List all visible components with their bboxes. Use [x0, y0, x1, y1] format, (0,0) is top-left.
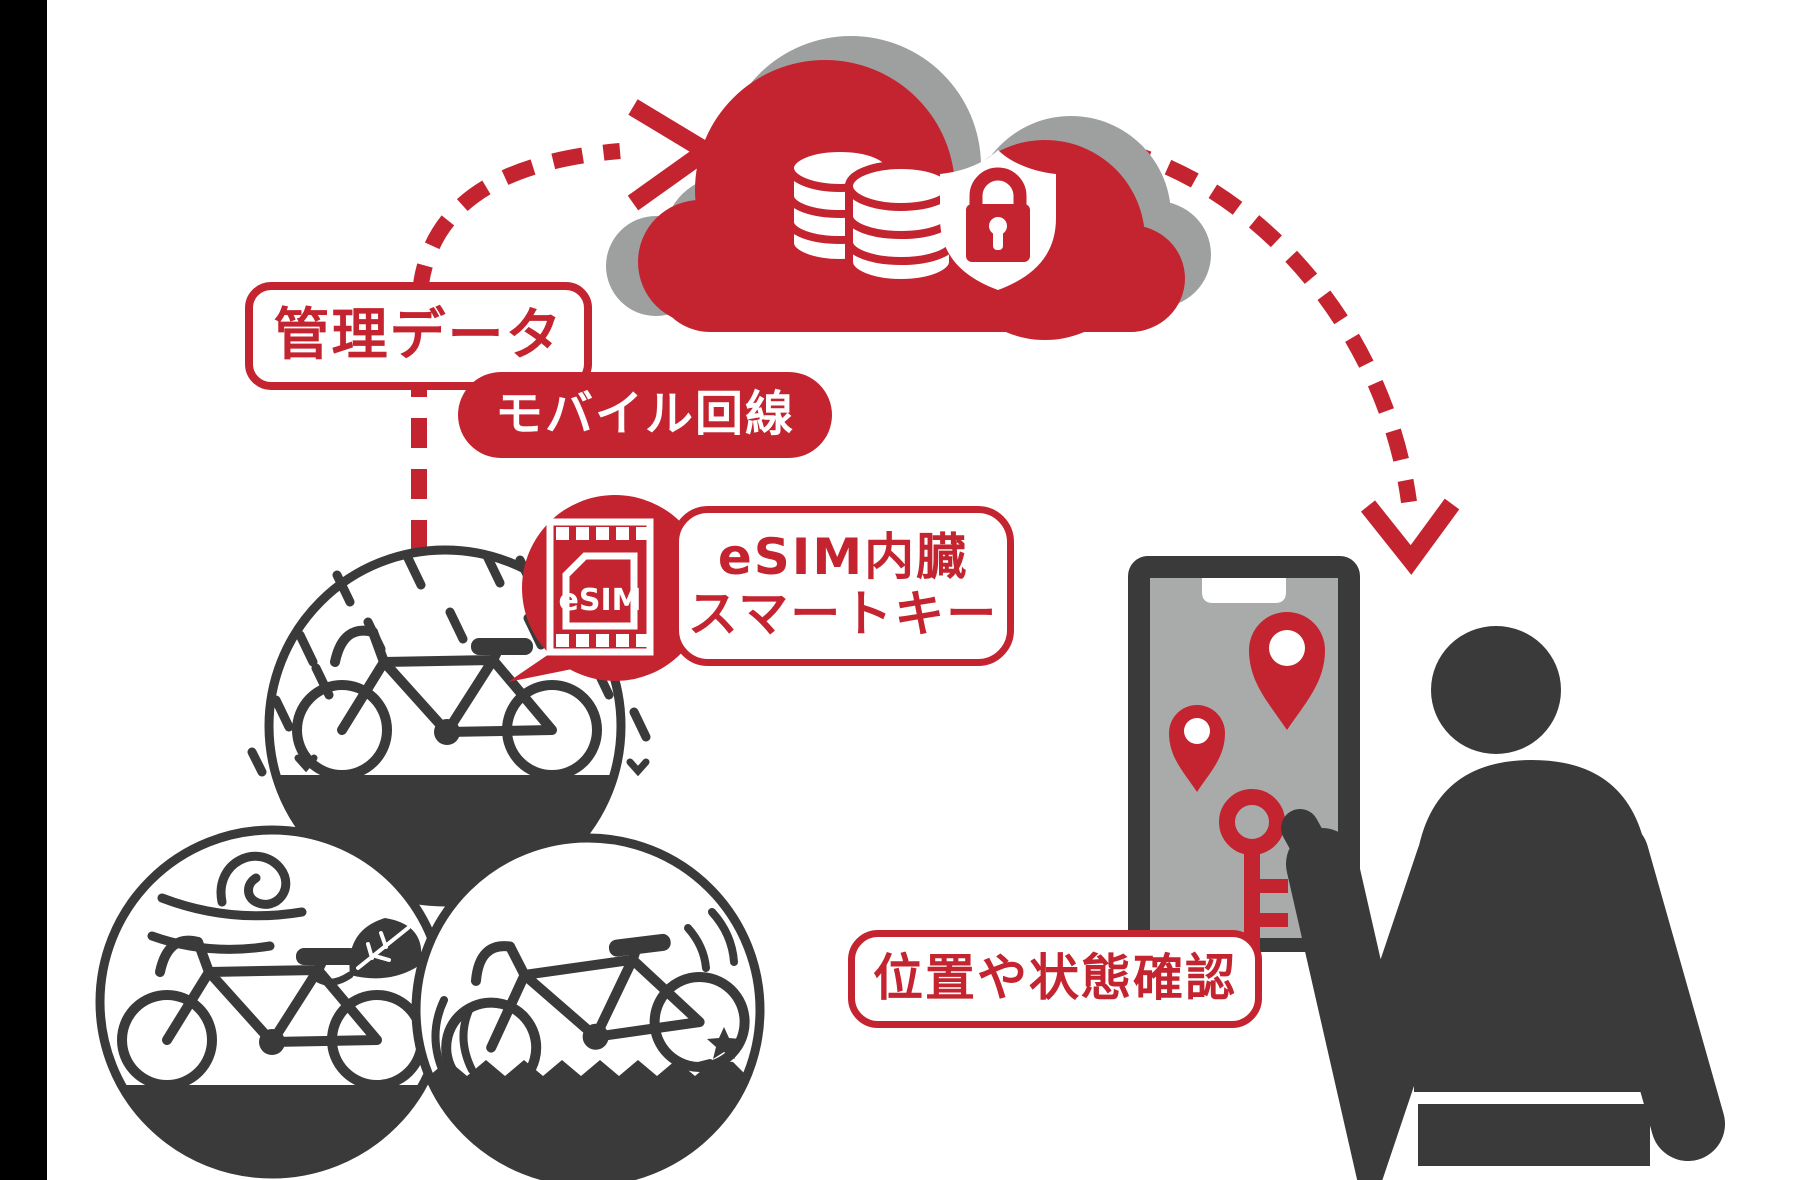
- ground-segment: [121, 1085, 423, 1175]
- key-icon: [1219, 789, 1288, 950]
- esim-chip-icon: eSIM: [546, 518, 654, 656]
- bicycle-scene-wind: [95, 825, 449, 1179]
- dashed-arrow-down-icon: [1117, 142, 1460, 575]
- management-data-text: 管理データ: [273, 302, 564, 368]
- esim-smart-key-line1: eSIM内臓: [717, 527, 969, 586]
- star-icon: [707, 1027, 741, 1059]
- person-hem: [1418, 1104, 1650, 1166]
- hand-icon: [1281, 809, 1341, 887]
- cloud-storage-icon: [606, 36, 1211, 340]
- person-icon: [1281, 626, 1725, 1180]
- person-head: [1431, 626, 1561, 754]
- mobile-line-text: モバイル回線: [494, 386, 795, 443]
- esim-chip-label: eSIM: [559, 583, 642, 618]
- location-status-text: 位置や状態確認: [873, 949, 1237, 1008]
- arrowhead-down: [1360, 498, 1460, 575]
- shield-lock-icon: [940, 150, 1056, 290]
- notch: [1202, 578, 1286, 603]
- database-icon: [786, 144, 957, 287]
- person-left-arm: [1286, 824, 1488, 1180]
- map-pin-icon: [1169, 705, 1225, 792]
- esim-speech-bubble: eSIM: [508, 495, 708, 682]
- wind-icon: [147, 851, 307, 954]
- bicycle-scene-water: [411, 833, 765, 1180]
- esim-smart-key-label: eSIM内臓 スマートキー: [672, 506, 1014, 666]
- location-status-label: 位置や状態確認: [848, 930, 1262, 1028]
- water-segment: [429, 1060, 747, 1180]
- esim-smart-key-line2: スマートキー: [687, 585, 999, 643]
- map-pin-icon: [1249, 612, 1325, 730]
- leaf-icon: [314, 918, 422, 986]
- left-edge-bar: [0, 0, 47, 1180]
- mobile-line-label: モバイル回線: [458, 372, 832, 458]
- person-right-arm: [1575, 819, 1725, 1161]
